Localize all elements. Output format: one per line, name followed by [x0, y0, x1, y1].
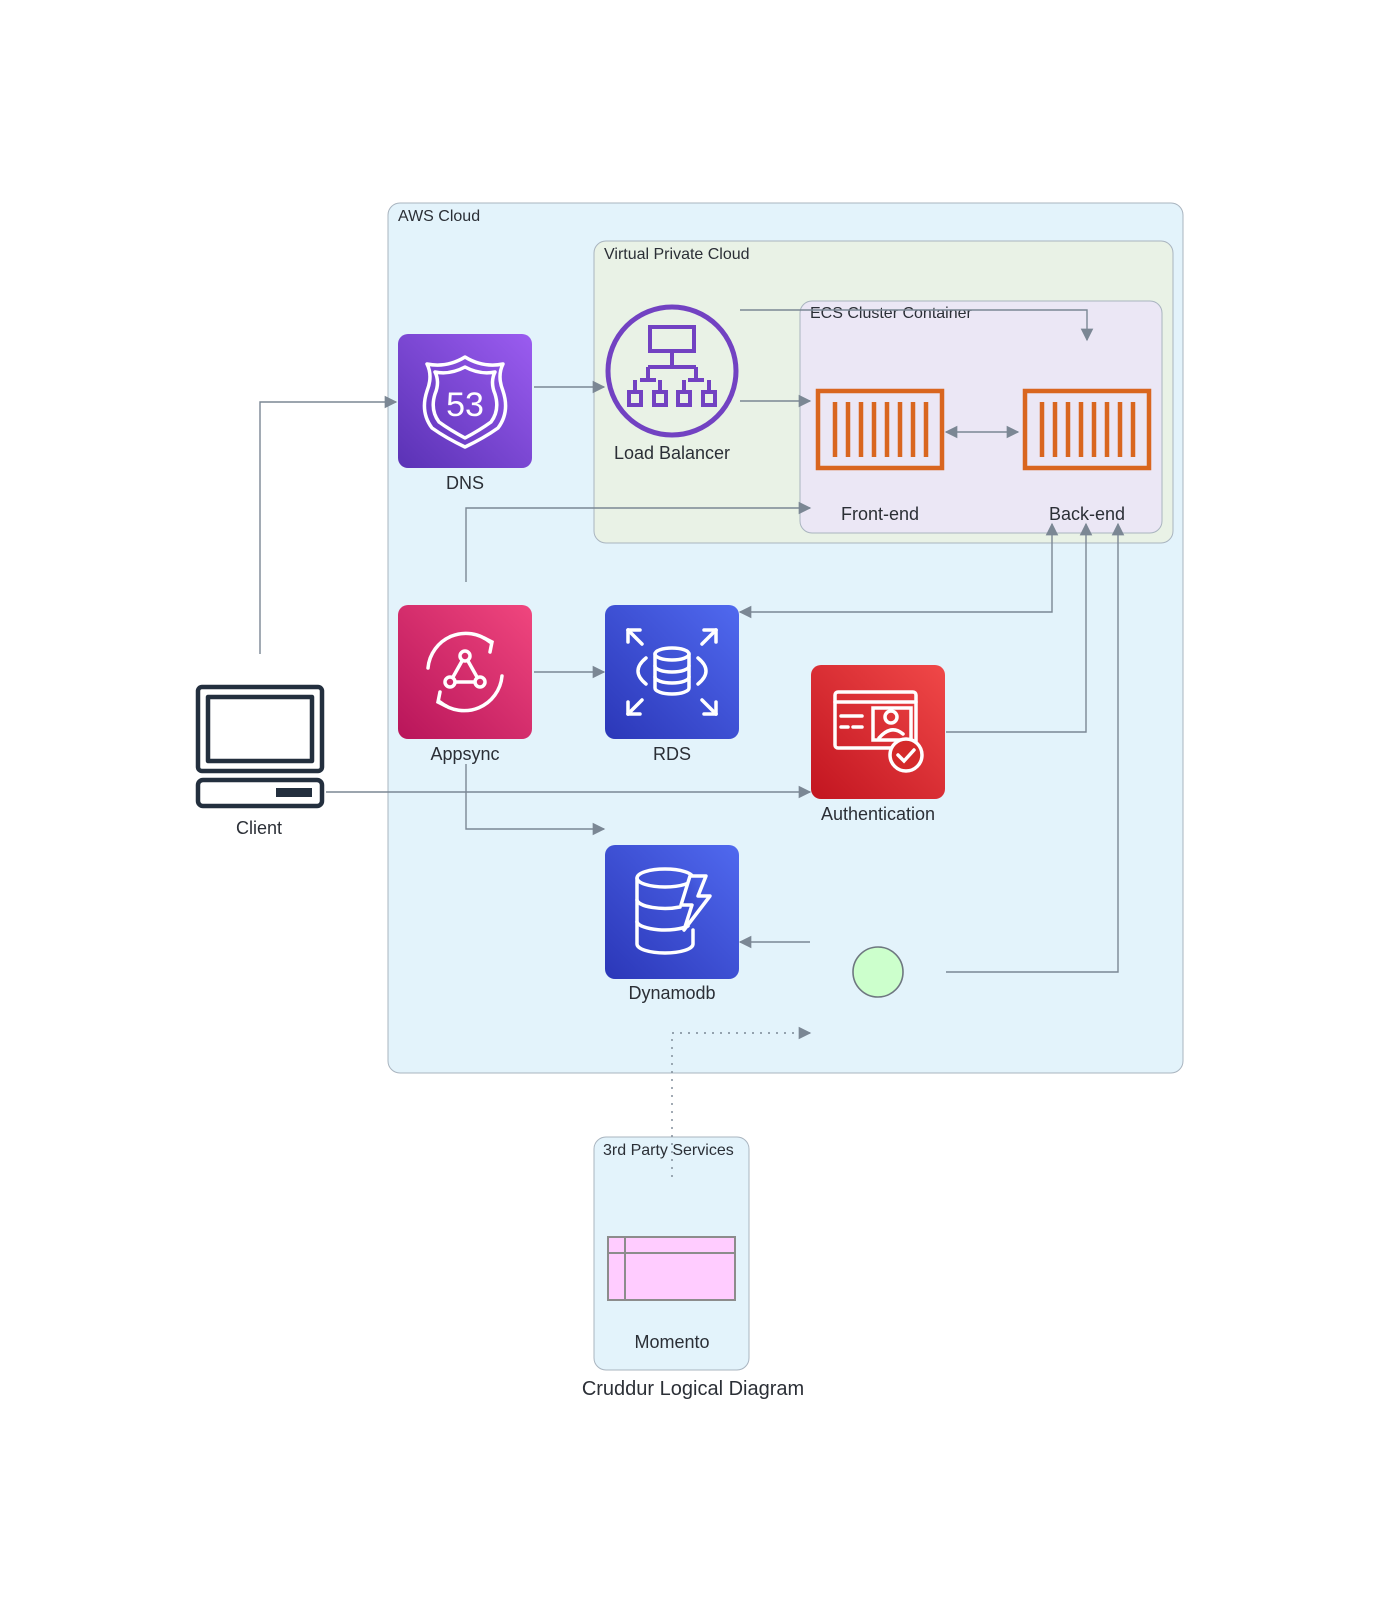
- edges: [259, 309, 1125, 1177]
- laptop-indicator: [276, 788, 312, 797]
- elb-hierarchy-icon: [627, 325, 717, 407]
- cluster-third-party-label: 3rd Party Services: [603, 1142, 734, 1159]
- container-icon: [815, 388, 945, 471]
- load-balancer-label: Load Balancer: [614, 443, 730, 463]
- rds-database-icon: [626, 628, 718, 716]
- edge-lambda-backend: [946, 522, 1125, 973]
- table-icon: [607, 1236, 736, 1301]
- edge-load-balancer-backend: [740, 309, 1094, 342]
- node-rds[interactable]: RDS: [605, 605, 739, 764]
- appsync-label: Appsync: [430, 744, 499, 764]
- client-label: Client: [236, 818, 282, 838]
- node-appsync[interactable]: Appsync: [398, 605, 532, 764]
- node-load-balancer[interactable]: Load Balancer: [605, 304, 739, 463]
- node-dynamodb[interactable]: Dynamodb: [605, 845, 739, 1003]
- dynamodb-label: Dynamodb: [628, 983, 715, 1003]
- cognito-tile: [811, 665, 945, 799]
- route53-shield-icon: [422, 355, 508, 449]
- edge-client-dns: [259, 395, 398, 654]
- dynamodb-database-icon: [635, 867, 712, 955]
- edge-appsync-dynamodb: [465, 764, 606, 836]
- appsync-graph-icon: [426, 631, 504, 713]
- route53-number-icon: 53: [446, 386, 484, 424]
- node-momento[interactable]: Momento: [607, 1236, 736, 1352]
- laptop-icon: [195, 684, 325, 809]
- route53-tile: [398, 334, 532, 468]
- edge-appsync-frontend: [465, 501, 812, 582]
- cluster-aws-cloud-label: AWS Cloud: [398, 208, 480, 225]
- node-authentication[interactable]: Authentication: [811, 665, 945, 824]
- elb-circle-icon: [605, 304, 739, 438]
- cluster-ecs: ECS Cluster Container: [799, 300, 1163, 534]
- cluster-ecs-label: ECS Cluster Container: [810, 305, 973, 322]
- node-backend[interactable]: Back-end: [1022, 388, 1152, 524]
- node-dns[interactable]: 53 DNS: [398, 334, 532, 493]
- rds-label: RDS: [653, 744, 691, 764]
- node-client[interactable]: Client: [195, 684, 325, 838]
- dynamodb-tile: [605, 845, 739, 979]
- appsync-tile: [398, 605, 532, 739]
- authentication-label: Authentication: [821, 804, 935, 824]
- momento-label: Momento: [634, 1332, 709, 1352]
- edge-authentication-backend: [946, 522, 1093, 733]
- dns-label: DNS: [446, 473, 484, 493]
- node-lambda-circle[interactable]: [852, 946, 904, 998]
- cognito-id-card-icon: [833, 690, 924, 773]
- container-icon: [1022, 388, 1152, 471]
- cluster-vpc-label: Virtual Private Cloud: [604, 246, 750, 263]
- frontend-label: Front-end: [841, 504, 919, 524]
- edge-backend-rds: [738, 522, 1059, 619]
- edge-momento-lambda: [671, 1026, 812, 1177]
- circle-node-icon: [852, 946, 904, 998]
- backend-label: Back-end: [1049, 504, 1125, 524]
- node-frontend[interactable]: Front-end: [815, 388, 945, 524]
- diagram-title: Cruddur Logical Diagram: [582, 1378, 804, 1400]
